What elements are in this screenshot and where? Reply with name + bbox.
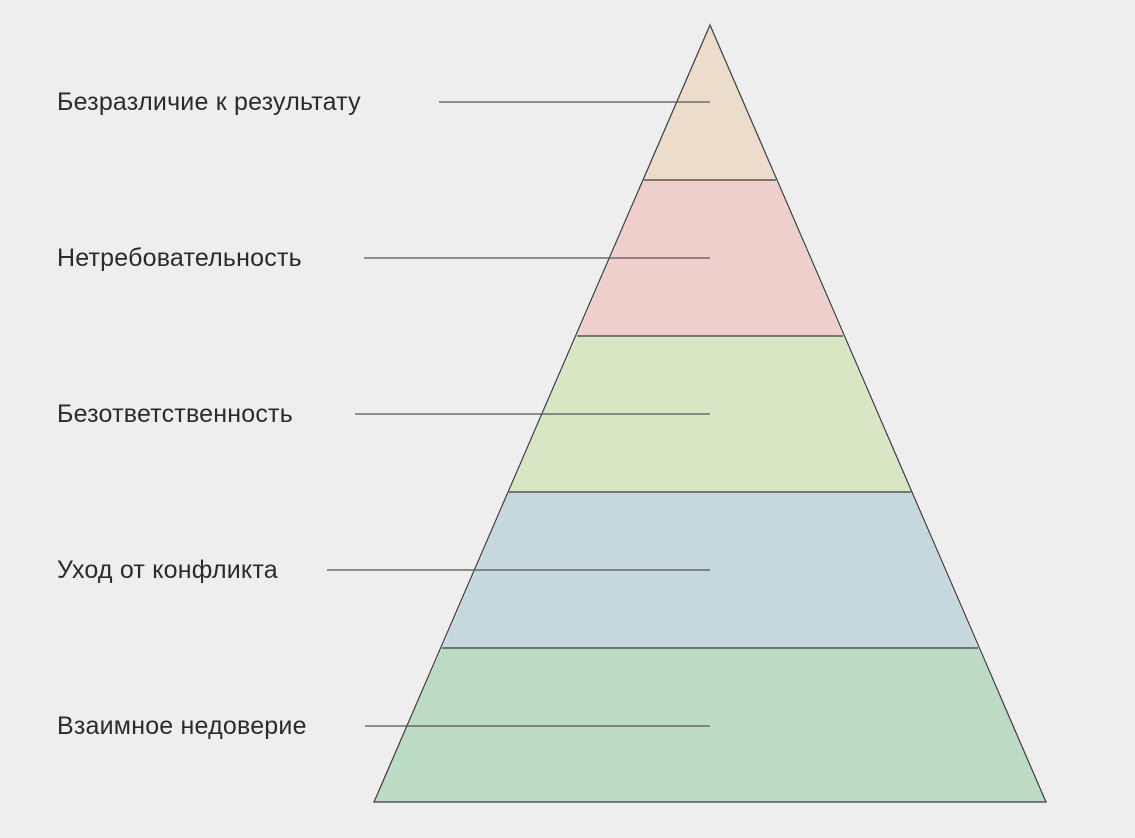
level-label-5: Взаимное недоверие [57,712,307,740]
level-label-4: Уход от конфликта [57,556,278,584]
level-label-3: Безответственность [57,400,293,428]
leader-lines [327,101,710,727]
level-label-2: Нетребовательность [57,244,302,272]
pyramid-level-5 [374,648,1046,802]
level-label-1: Безразличие к результату [57,88,361,116]
